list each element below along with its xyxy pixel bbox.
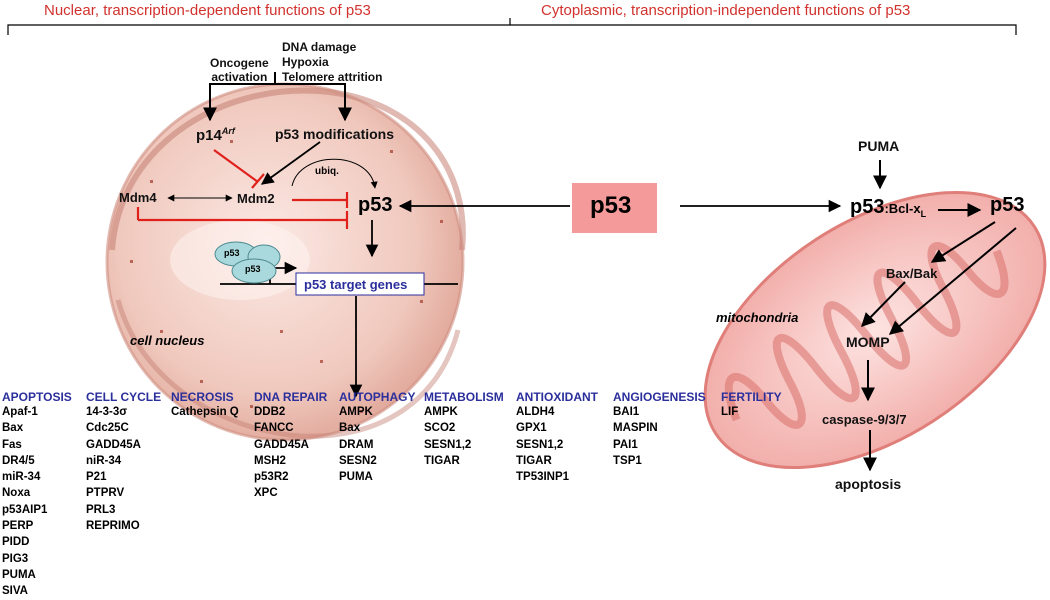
header-cytoplasmic: Cytoplasmic, transcription-independent f… [541, 2, 911, 19]
target-genes-box [295, 272, 425, 296]
target-genes-label: p53 target genes [304, 277, 408, 292]
category-title: FERTILITY [721, 390, 782, 404]
category-title: APOPTOSIS [2, 390, 72, 404]
dimer-p53-a: p53 [224, 248, 240, 258]
center-p53-box [572, 183, 657, 233]
center-p53-label: p53 [590, 192, 632, 219]
stimulus-arrows [203, 72, 352, 122]
category-items: LIF [721, 406, 739, 418]
p53-dimer-shapes [214, 241, 281, 284]
caspase-label: caspase-9/3/7 [822, 412, 907, 427]
bax-bak-label: Bax/Bak [886, 266, 938, 281]
ubiquitination-label: ubiq. [315, 166, 339, 177]
inhibition-lines [136, 149, 349, 229]
category-title: METABOLISM [424, 390, 504, 404]
header-bracket [7, 18, 1017, 35]
cell-nucleus-label: cell nucleus [130, 333, 205, 348]
p14arf-label: p14Arf [196, 126, 235, 144]
category-title: ANGIOGENESIS [613, 390, 706, 404]
category-items: Cathepsin Q [171, 406, 239, 418]
category-title: DNA REPAIR [254, 390, 328, 404]
mitochondrion-shape [703, 190, 1047, 470]
mdm4-label: Mdm4 [119, 190, 157, 205]
category-title: ANTIOXIDANT [516, 390, 598, 404]
puma-label: PUMA [858, 138, 900, 154]
free-p53-label: p53 [990, 194, 1025, 216]
oncogene-activation-label: Oncogene activation [210, 56, 269, 84]
p53-bclxl-complex: p53:Bcl-xL [850, 196, 927, 220]
diagram-canvas [7, 18, 1047, 472]
momp-label: MOMP [846, 334, 890, 350]
mitochondria-label: mitochondria [716, 310, 799, 325]
dimer-p53-b: p53 [245, 264, 261, 274]
category-title: AUTOPHAGY [339, 390, 416, 404]
stress-signals-label: DNA damage Hypoxia Telomere attrition [282, 40, 383, 84]
p53-modifications-label: p53 modifications [275, 126, 395, 142]
category-title: NECROSIS [171, 390, 234, 404]
cytoplasm-arrows [861, 160, 1017, 472]
header-nuclear: Nuclear, transcription-dependent functio… [44, 2, 371, 19]
nuclear-p53-label: p53 [358, 194, 393, 216]
category-title: CELL CYCLE [86, 390, 162, 404]
apoptosis-outcome-label: apoptosis [835, 476, 902, 492]
mdm2-label: Mdm2 [237, 191, 275, 206]
